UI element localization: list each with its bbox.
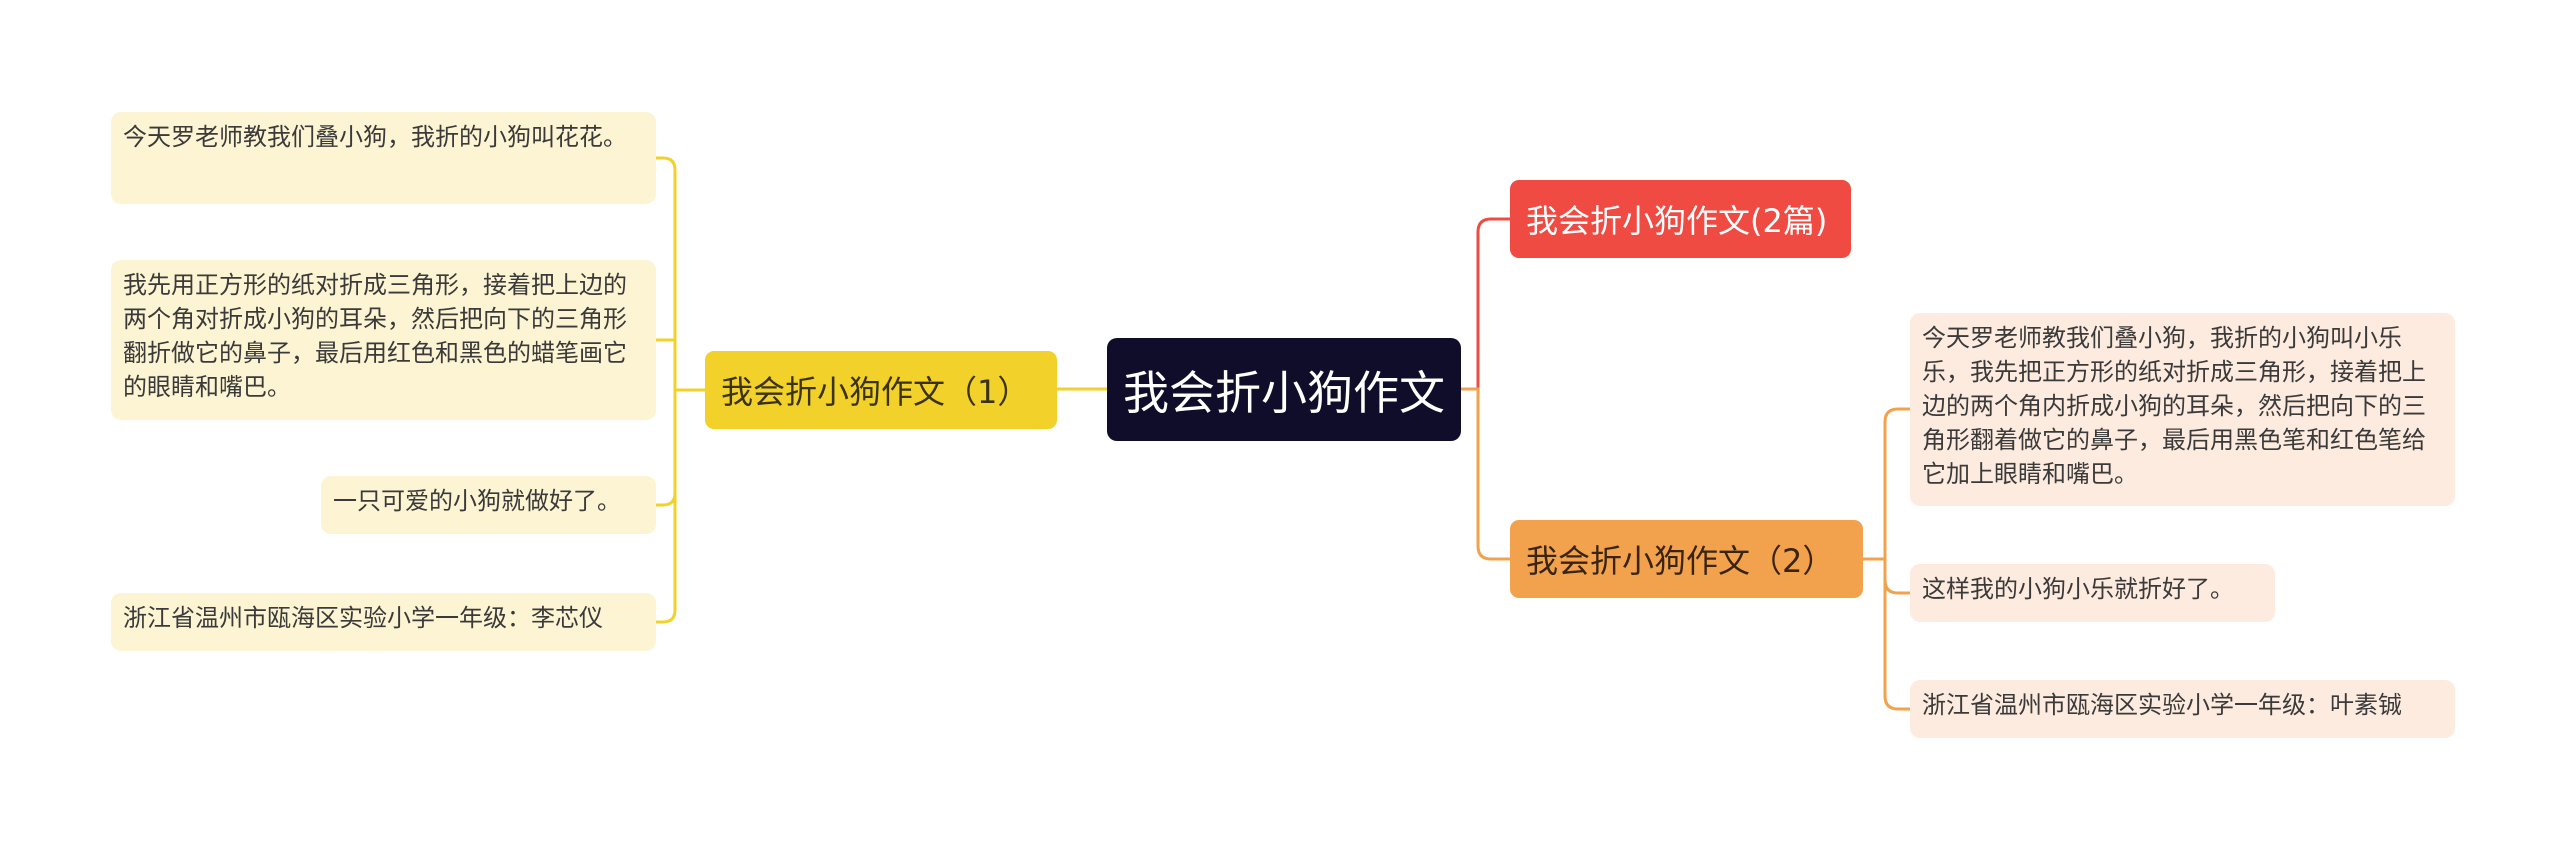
leaf-text: 浙江省温州市瓯海区实验小学一年级：叶素铖 [1922, 691, 2402, 719]
connector-left-leaves [656, 156, 705, 624]
branch-essay-2-articles[interactable]: 我会折小狗作文(2篇) [1510, 180, 1851, 258]
branch-essay-2-articles-label: 我会折小狗作文(2篇) [1526, 202, 1828, 240]
leaf-text: 这样我的小狗小乐就折好了。 [1922, 575, 2234, 603]
connector-orange-leaves [1863, 407, 1910, 711]
leaf-essay-1-paragraph-1[interactable]: 今天罗老师教我们叠小狗，我折的小狗叫花花。 [111, 112, 656, 204]
leaf-text: 一只可爱的小狗就做好了。 [333, 487, 621, 515]
leaf-essay-1-paragraph-2[interactable]: 我先用正方形的纸对折成三角形，接着把上边的两个角对折成小狗的耳朵，然后把向下的三… [111, 260, 656, 420]
leaf-essay-1-author[interactable]: 浙江省温州市瓯海区实验小学一年级：李芯仪 [111, 593, 656, 651]
branch-essay-2[interactable]: 我会折小狗作文（2） [1510, 520, 1863, 598]
leaf-text: 今天罗老师教我们叠小狗，我折的小狗叫小乐乐，我先把正方形的纸对折成三角形，接着把… [1922, 324, 2426, 488]
root-topic-label: 我会折小狗作文 [1123, 365, 1445, 420]
connector-root-orange [1461, 387, 1510, 561]
leaf-text: 今天罗老师教我们叠小狗，我折的小狗叫花花。 [123, 123, 627, 151]
branch-essay-1-label: 我会折小狗作文（1） [721, 373, 1030, 411]
leaf-text: 我先用正方形的纸对折成三角形，接着把上边的两个角对折成小狗的耳朵，然后把向下的三… [123, 271, 627, 401]
connector-root-red [1461, 217, 1510, 391]
branch-essay-1[interactable]: 我会折小狗作文（1） [705, 351, 1057, 429]
leaf-text: 浙江省温州市瓯海区实验小学一年级：李芯仪 [123, 604, 603, 632]
leaf-essay-2-author[interactable]: 浙江省温州市瓯海区实验小学一年级：叶素铖 [1910, 680, 2455, 738]
leaf-essay-2-paragraph-2[interactable]: 这样我的小狗小乐就折好了。 [1910, 564, 2275, 622]
leaf-essay-1-paragraph-3[interactable]: 一只可爱的小狗就做好了。 [321, 476, 656, 534]
branch-essay-2-label: 我会折小狗作文（2） [1526, 542, 1835, 580]
leaf-essay-2-paragraph-1[interactable]: 今天罗老师教我们叠小狗，我折的小狗叫小乐乐，我先把正方形的纸对折成三角形，接着把… [1910, 313, 2455, 506]
root-topic[interactable]: 我会折小狗作文 [1107, 338, 1461, 441]
